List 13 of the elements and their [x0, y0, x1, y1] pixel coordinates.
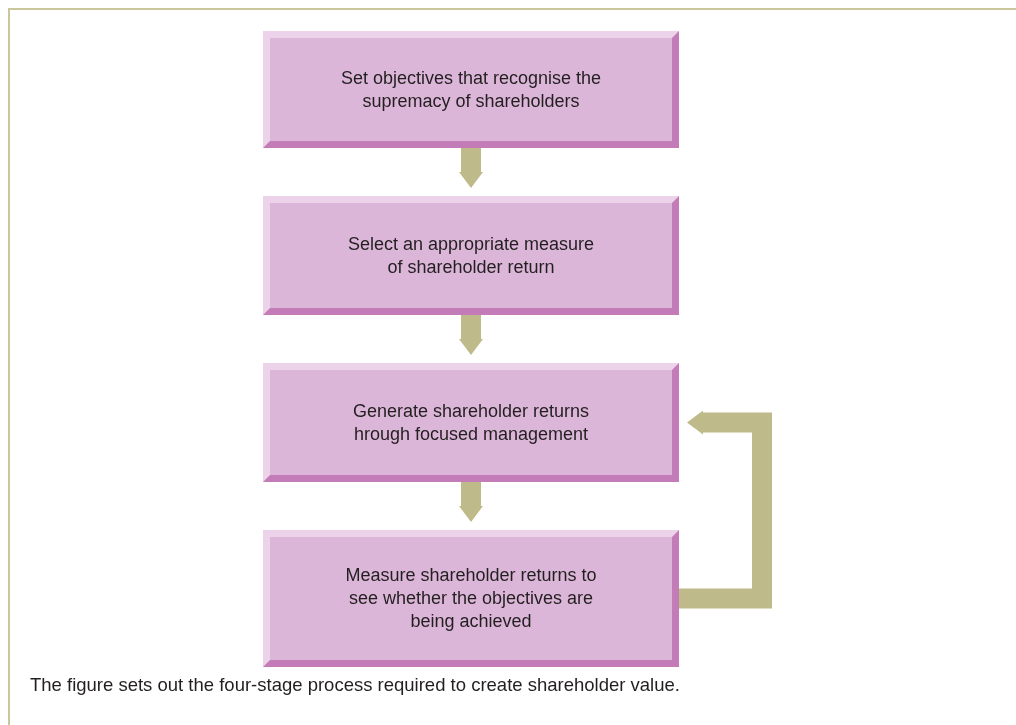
- block-arrow: [459, 482, 483, 522]
- caption: The figure sets out the four-stage process required to create shareholder value.: [30, 674, 680, 696]
- process-box: [263, 530, 679, 667]
- box-text: Set objectives that recognise the supremacy of shareholders: [339, 66, 603, 113]
- block-arrow: [459, 315, 483, 355]
- process-box: [263, 196, 679, 315]
- process-box: [263, 31, 679, 148]
- process-box: [263, 363, 679, 482]
- block-arrow: [679, 410, 772, 609]
- box-text: Measure shareholder returns to see whether the objectives are being achieved: [344, 564, 598, 633]
- block-arrow: [459, 148, 483, 188]
- box-text: Select an appropriate measure of shareholder return: [346, 232, 596, 279]
- box-text: Generate shareholder returns hrough focused management: [351, 399, 591, 446]
